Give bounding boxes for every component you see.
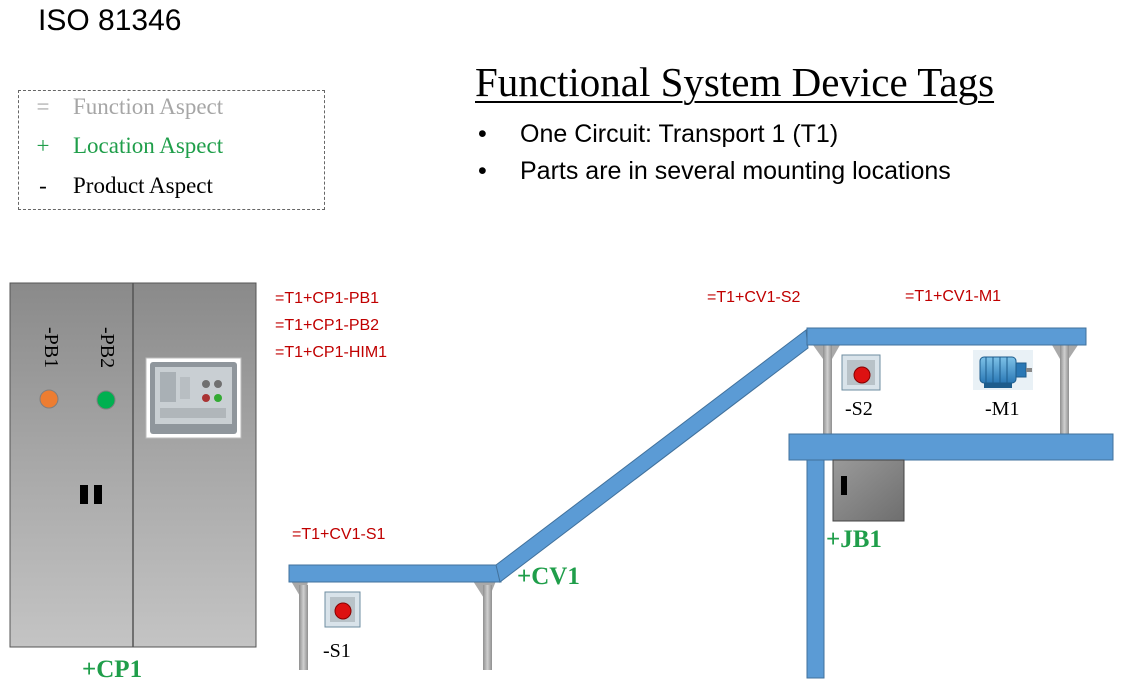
device-label-s2: -S2: [845, 398, 873, 420]
location-label-jb1: +JB1: [826, 526, 882, 553]
s1-button-station-icon: [324, 591, 361, 628]
cabinet-handle-icon: [80, 485, 102, 504]
corner-title: ISO 81346: [38, 4, 182, 37]
lower-conveyor: [288, 564, 502, 670]
tag-pb1: =T1+CP1-PB1: [275, 290, 380, 307]
legend-label: Function Aspect: [73, 94, 224, 119]
s2-button-station-icon: [841, 354, 881, 391]
device-label-m1: -M1: [985, 398, 1020, 420]
tag-s2: =T1+CV1-S2: [707, 289, 801, 306]
tag-s1: =T1+CV1-S1: [292, 526, 386, 543]
device-label-s1: -S1: [323, 640, 351, 662]
aspect-legend: = Function Aspect + Location Aspect - Pr…: [18, 90, 325, 210]
bullet-item: • One Circuit: Transport 1 (T1): [478, 120, 1038, 152]
tag-pb2: =T1+CP1-PB2: [275, 317, 380, 334]
legend-label: Location Aspect: [73, 133, 224, 158]
pb2-lamp: [96, 390, 116, 410]
legend-label: Product Aspect: [73, 173, 213, 198]
legend-symbol: +: [36, 133, 50, 158]
device-label-pb1: -PB1: [40, 327, 62, 369]
bullet-text: Parts are in several mounting locations: [520, 157, 951, 185]
support-platform: [788, 433, 1114, 679]
device-label-pb2: -PB2: [96, 327, 118, 369]
bullet-text: One Circuit: Transport 1 (T1): [520, 120, 839, 148]
location-label-cp1: +CP1: [82, 656, 143, 683]
incline-conveyor: [495, 329, 809, 583]
slide-title: Functional System Device Tags: [475, 59, 995, 105]
tag-m1: =T1+CV1-M1: [905, 288, 1002, 305]
pb1-lamp: [39, 389, 59, 409]
m1-motor-icon: [973, 350, 1033, 390]
hmi-screen-icon: [145, 357, 242, 439]
legend-symbol: =: [36, 94, 50, 119]
junction-box: [832, 459, 905, 522]
bullet-item: • Parts are in several mounting location…: [478, 157, 1038, 189]
legend-symbol: -: [39, 173, 47, 198]
location-label-cv1: +CV1: [517, 563, 580, 590]
bullet-dot: •: [478, 120, 487, 148]
bullet-dot: •: [478, 157, 487, 185]
tag-him1: =T1+CP1-HIM1: [275, 344, 388, 361]
control-panel-cabinet: [9, 282, 257, 648]
upper-conveyor: [806, 327, 1087, 435]
